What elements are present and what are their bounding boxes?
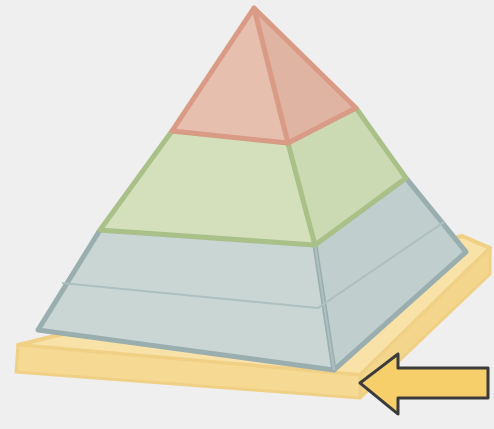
pyramid-diagram xyxy=(0,0,494,429)
